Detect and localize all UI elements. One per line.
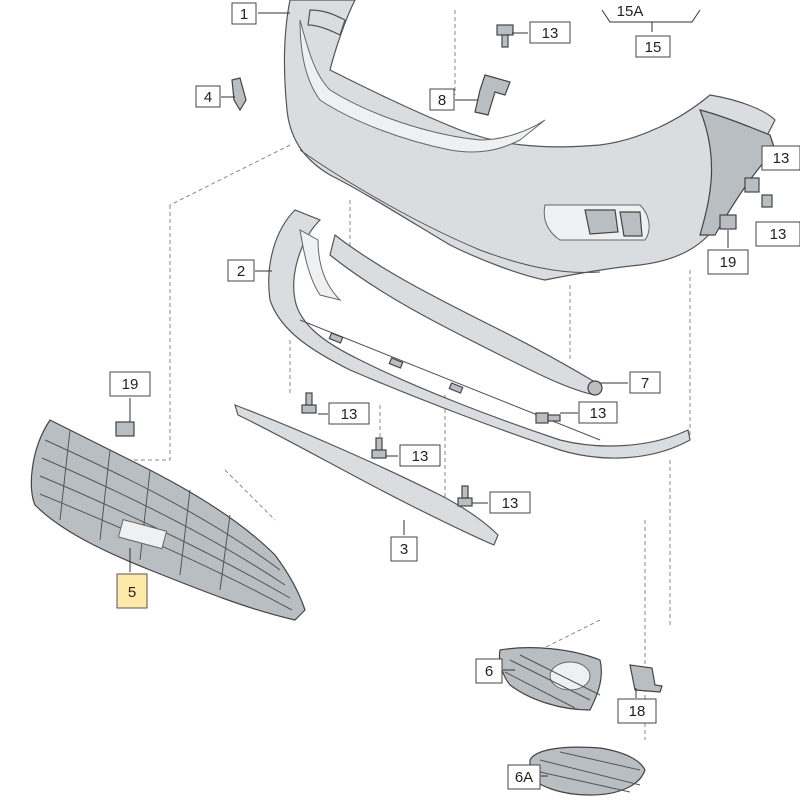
callout-8: 8: [429, 88, 455, 111]
callout-13-spoiler-right: 13: [489, 491, 531, 514]
clip-18: [629, 664, 663, 693]
svg-text:8: 8: [438, 92, 446, 109]
fog-lamp-grille: [498, 647, 602, 711]
svg-text:13: 13: [412, 448, 429, 465]
callout-15: 15: [635, 35, 671, 58]
svg-text:2: 2: [237, 263, 245, 280]
svg-text:13: 13: [341, 406, 358, 423]
callout-2: 2: [227, 259, 255, 282]
svg-text:5: 5: [128, 584, 136, 601]
clips-right-edge: [744, 177, 773, 208]
svg-text:15A: 15A: [617, 3, 644, 20]
callout-13-spoiler-mid: 13: [399, 444, 441, 467]
svg-text:3: 3: [400, 541, 408, 558]
clip-4: [231, 77, 247, 112]
callout-4: 4: [195, 85, 221, 108]
screws-13: [301, 392, 561, 507]
callout-13-spoiler-left: 13: [328, 402, 370, 425]
callout-6a: 6A: [507, 764, 541, 790]
bumper-cover: [283, 0, 776, 281]
svg-text:7: 7: [641, 375, 649, 392]
grille: [30, 419, 306, 621]
lower-spoiler: [268, 209, 691, 459]
clip-19-left: [115, 421, 135, 437]
callout-19-right: 19: [707, 249, 749, 275]
svg-text:13: 13: [502, 495, 519, 512]
svg-text:13: 13: [542, 25, 559, 42]
svg-text:6A: 6A: [515, 769, 533, 786]
svg-text:15: 15: [645, 39, 662, 56]
fog-lamp-cover: [529, 746, 646, 796]
callout-5: 5: [116, 573, 148, 609]
callout-6: 6: [475, 658, 503, 684]
callout-18: 18: [617, 698, 657, 724]
svg-text:19: 19: [720, 254, 737, 271]
svg-text:13: 13: [770, 226, 787, 243]
clip-19-right: [719, 214, 737, 230]
callout-13-bracket: 13: [578, 401, 618, 424]
callout-13-top: 13: [529, 21, 571, 44]
callout-1: 1: [231, 2, 257, 25]
callout-19-left: 19: [109, 371, 151, 397]
bracket-8: [474, 74, 511, 116]
svg-text:4: 4: [204, 89, 212, 106]
svg-text:18: 18: [629, 703, 646, 720]
screw-13-top: [496, 24, 514, 48]
svg-text:13: 13: [773, 150, 790, 167]
svg-text:1: 1: [240, 6, 248, 23]
svg-text:13: 13: [590, 405, 607, 422]
lower-trim-strip: [234, 404, 499, 546]
svg-text:19: 19: [122, 376, 139, 393]
svg-text:6: 6: [485, 663, 493, 680]
leader-lines: [129, 9, 729, 777]
callout-13-right-edge-top: 13: [761, 145, 800, 171]
callout-13-right-edge: 13: [755, 221, 800, 247]
mounting-bracket: [329, 233, 603, 396]
callout-3: 3: [390, 536, 418, 562]
callout-7: 7: [629, 371, 661, 394]
callout-15a: 15A: [617, 3, 644, 20]
guide-lines: [120, 10, 691, 740]
